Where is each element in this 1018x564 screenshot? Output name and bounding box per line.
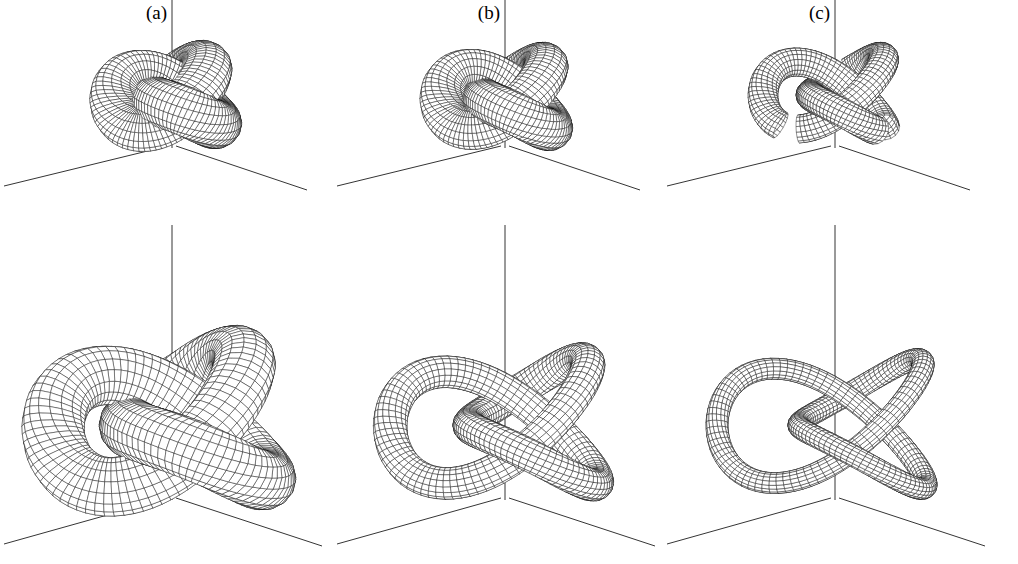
axis-line — [337, 146, 501, 186]
panel-label: (c) — [807, 2, 832, 24]
knot-surface — [22, 325, 296, 516]
axis-line — [667, 146, 831, 186]
panel-label: (a) — [144, 2, 169, 24]
panel-label: (b) — [476, 2, 502, 24]
axis-line — [509, 498, 655, 546]
knot-surface — [420, 42, 572, 150]
axis-line — [176, 146, 307, 190]
axis-line — [337, 498, 501, 544]
axes — [4, 0, 985, 546]
axis-line — [509, 146, 640, 190]
knot-surface — [90, 40, 242, 151]
axis-line — [176, 498, 322, 546]
axis-line — [4, 146, 168, 186]
axis-line — [667, 498, 831, 544]
knot-surface — [373, 343, 613, 501]
knot-surface — [706, 349, 937, 500]
axis-line — [839, 146, 970, 190]
axis-line — [4, 498, 168, 544]
axis-line — [839, 498, 985, 546]
knot-surface — [748, 42, 899, 144]
